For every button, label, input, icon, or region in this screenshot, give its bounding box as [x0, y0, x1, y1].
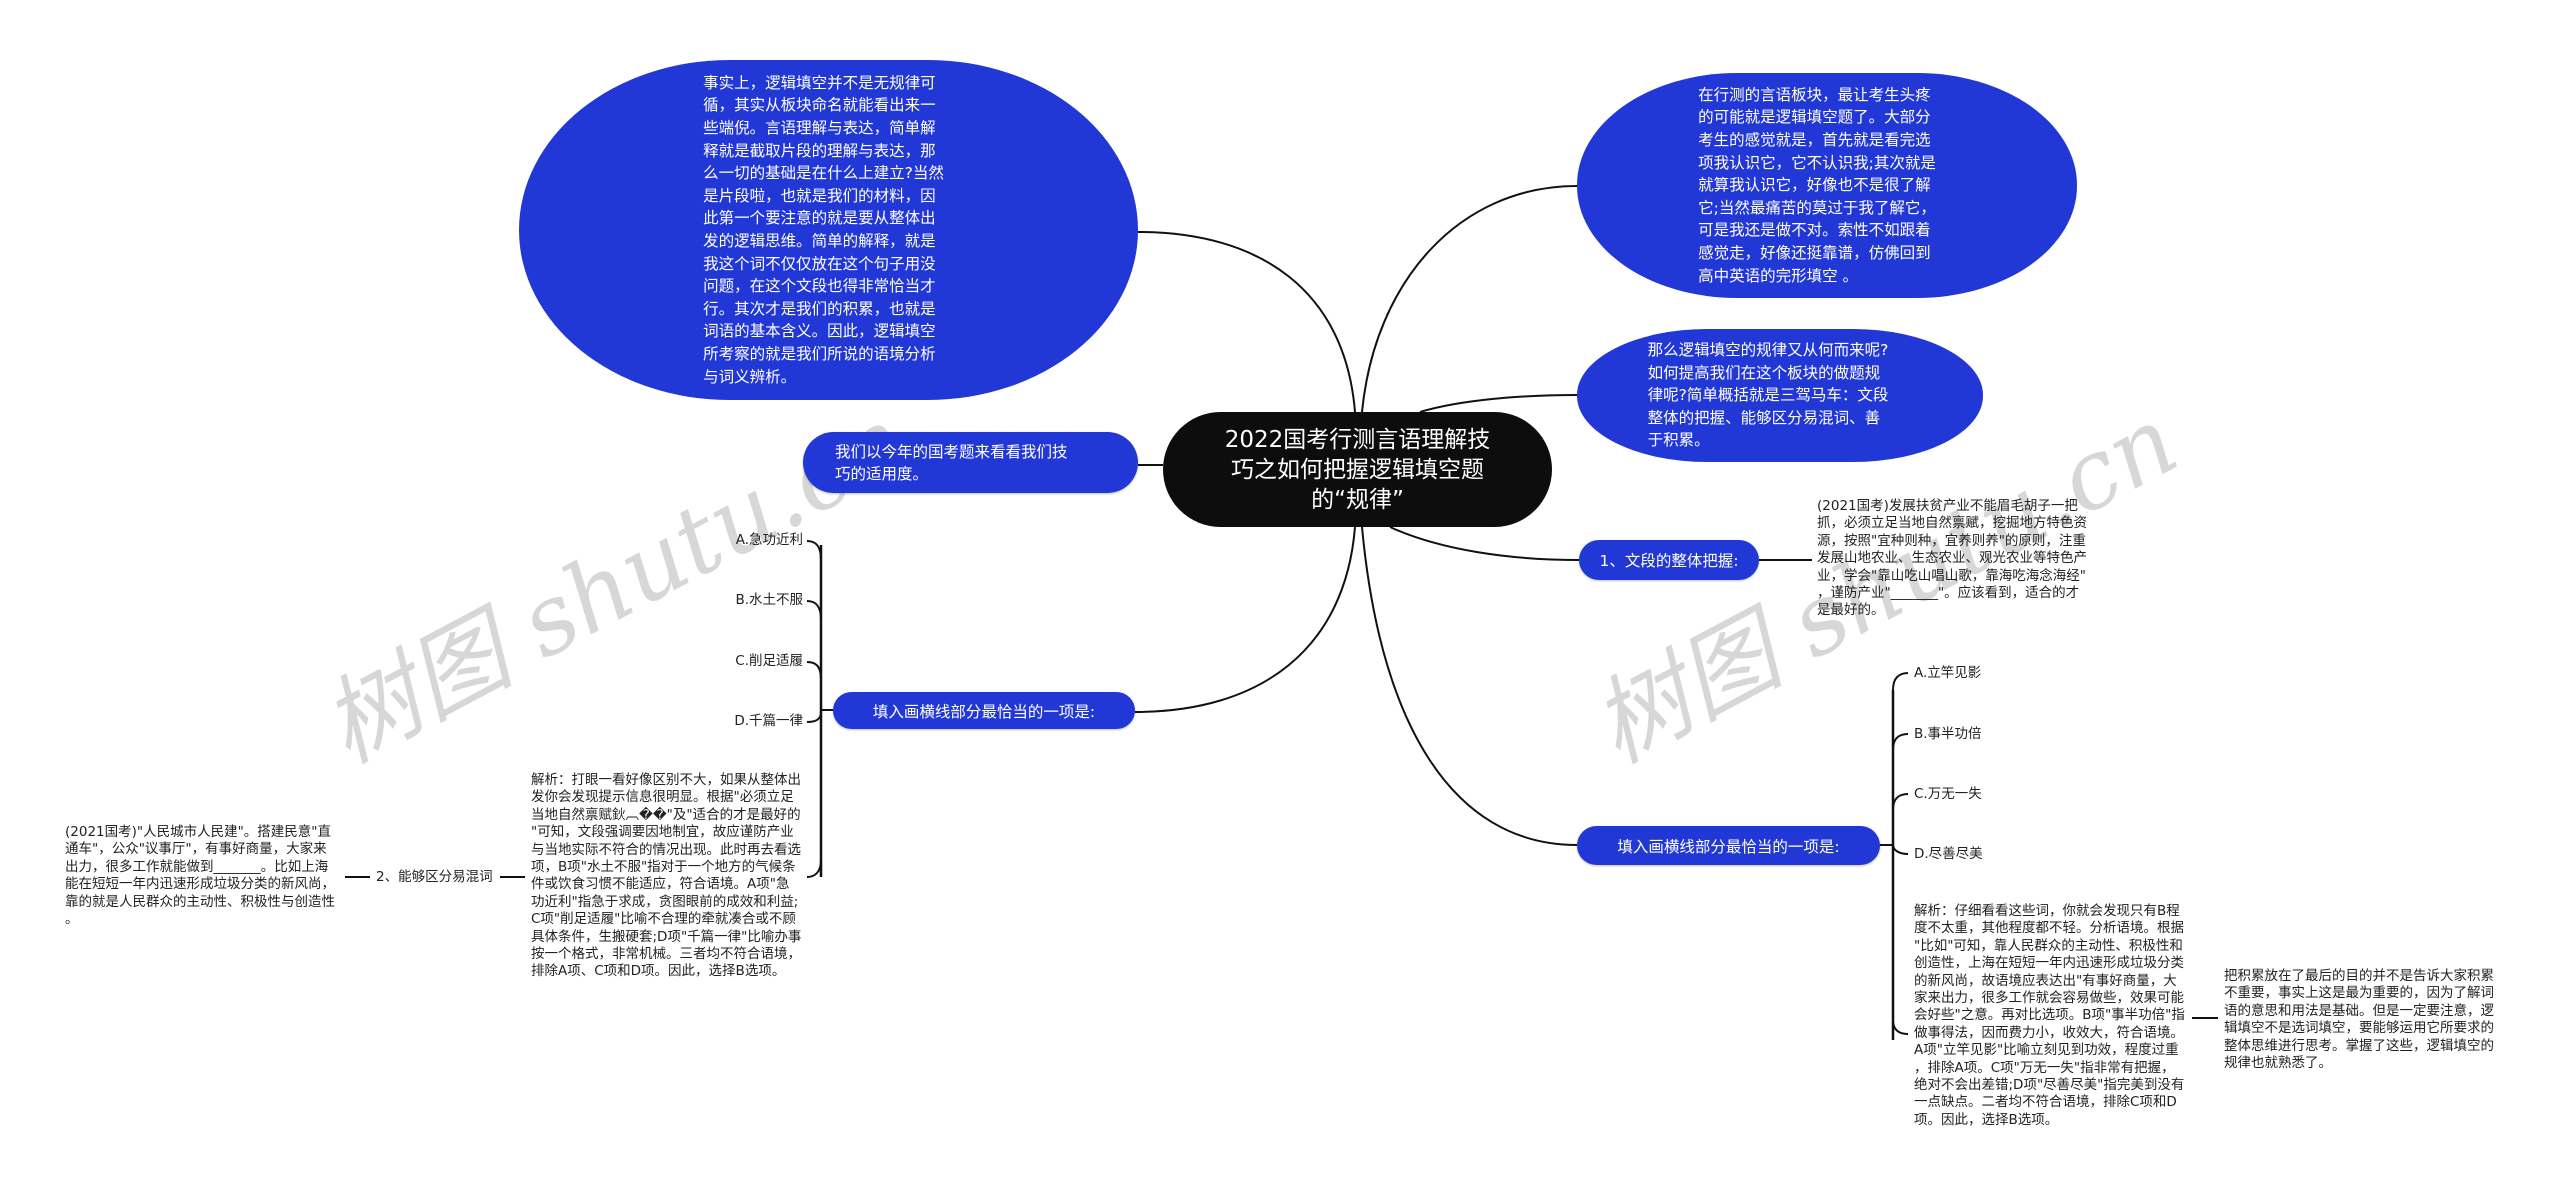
- topic2-example-text: (2021国考)"人民城市人民建"。搭建民意"直 通车"，公众"议事厅"，有事好…: [65, 824, 335, 928]
- root-topic-node[interactable]: 2022国考行测言语理解技 巧之如何把握逻辑填空题 的“规律”: [1163, 412, 1552, 527]
- left-option-c[interactable]: C.削足适履: [735, 653, 803, 669]
- right-option-d[interactable]: D.尽善尽美: [1914, 846, 1983, 862]
- left-option-a[interactable]: A.急功近利: [735, 532, 803, 548]
- topic1-text: 1、文段的整体把握:: [1599, 552, 1739, 570]
- right-option-c[interactable]: C.万无一失: [1914, 786, 1982, 802]
- root-topic-label: 2022国考行测言语理解技 巧之如何把握逻辑填空题 的“规律”: [1224, 426, 1491, 513]
- topic2-label[interactable]: 2、能够区分易混词: [376, 869, 493, 885]
- right-option-b[interactable]: B.事半功倍: [1914, 726, 1982, 742]
- topic3-note-text: 把积累放在了最后的目的并不是告诉大家积累 不重要，事实上这是最为重要的，因为了解…: [2224, 968, 2494, 1072]
- left-question-pill[interactable]: 填入画横线部分最恰当的一项是:: [833, 692, 1135, 729]
- left-option-d[interactable]: D.千篇一律: [734, 713, 803, 729]
- right-intro-bubble[interactable]: 在行测的言语板块，最让考生头疼 的可能就是逻辑填空题了。大部分 考生的感觉就是，…: [1577, 73, 2077, 298]
- left-intro-text: 事实上，逻辑填空并不是无规律可 循，其实从板块命名就能看出来一 些端倪。言语理解…: [703, 73, 944, 386]
- left-example-pill[interactable]: 我们以今年的国考题来看看我们技 巧的适用度。: [803, 432, 1138, 493]
- right-option-a[interactable]: A.立竿见影: [1914, 665, 1982, 681]
- right-intro-text: 在行测的言语板块，最让考生头疼 的可能就是逻辑填空题了。大部分 考生的感觉就是，…: [1698, 85, 1936, 285]
- topic1-pill[interactable]: 1、文段的整体把握:: [1579, 540, 1759, 580]
- topic1-example-text: (2021国考)发展扶贫产业不能眉毛胡子一把 抓，必须立足当地自然禀赋，挖掘地方…: [1817, 498, 2087, 619]
- left-analysis-text: 解析：打眼一看好像区别不大，如果从整体出 发你会发现提示信息很明显。根据"必须立…: [531, 772, 802, 980]
- left-option-b[interactable]: B.水土不服: [735, 592, 803, 608]
- right-question-pill[interactable]: 填入画横线部分最恰当的一项是:: [1577, 826, 1880, 865]
- right-rule-bubble[interactable]: 那么逻辑填空的规律又从何而来呢? 如何提高我们在这个板块的做题规 律呢?简单概括…: [1577, 329, 1983, 462]
- left-example-text: 我们以今年的国考题来看看我们技 巧的适用度。: [835, 442, 1068, 483]
- left-intro-bubble[interactable]: 事实上，逻辑填空并不是无规律可 循，其实从板块命名就能看出来一 些端倪。言语理解…: [519, 60, 1138, 400]
- right-analysis-text: 解析：仔细看看这些词，你就会发现只有B程 度不太重，其他程度都不轻。分析语境。根…: [1914, 903, 2185, 1128]
- right-question-text: 填入画横线部分最恰当的一项是:: [1617, 837, 1840, 856]
- right-rule-text: 那么逻辑填空的规律又从何而来呢? 如何提高我们在这个板块的做题规 律呢?简单概括…: [1647, 341, 1889, 450]
- left-question-text: 填入画横线部分最恰当的一项是:: [872, 702, 1096, 721]
